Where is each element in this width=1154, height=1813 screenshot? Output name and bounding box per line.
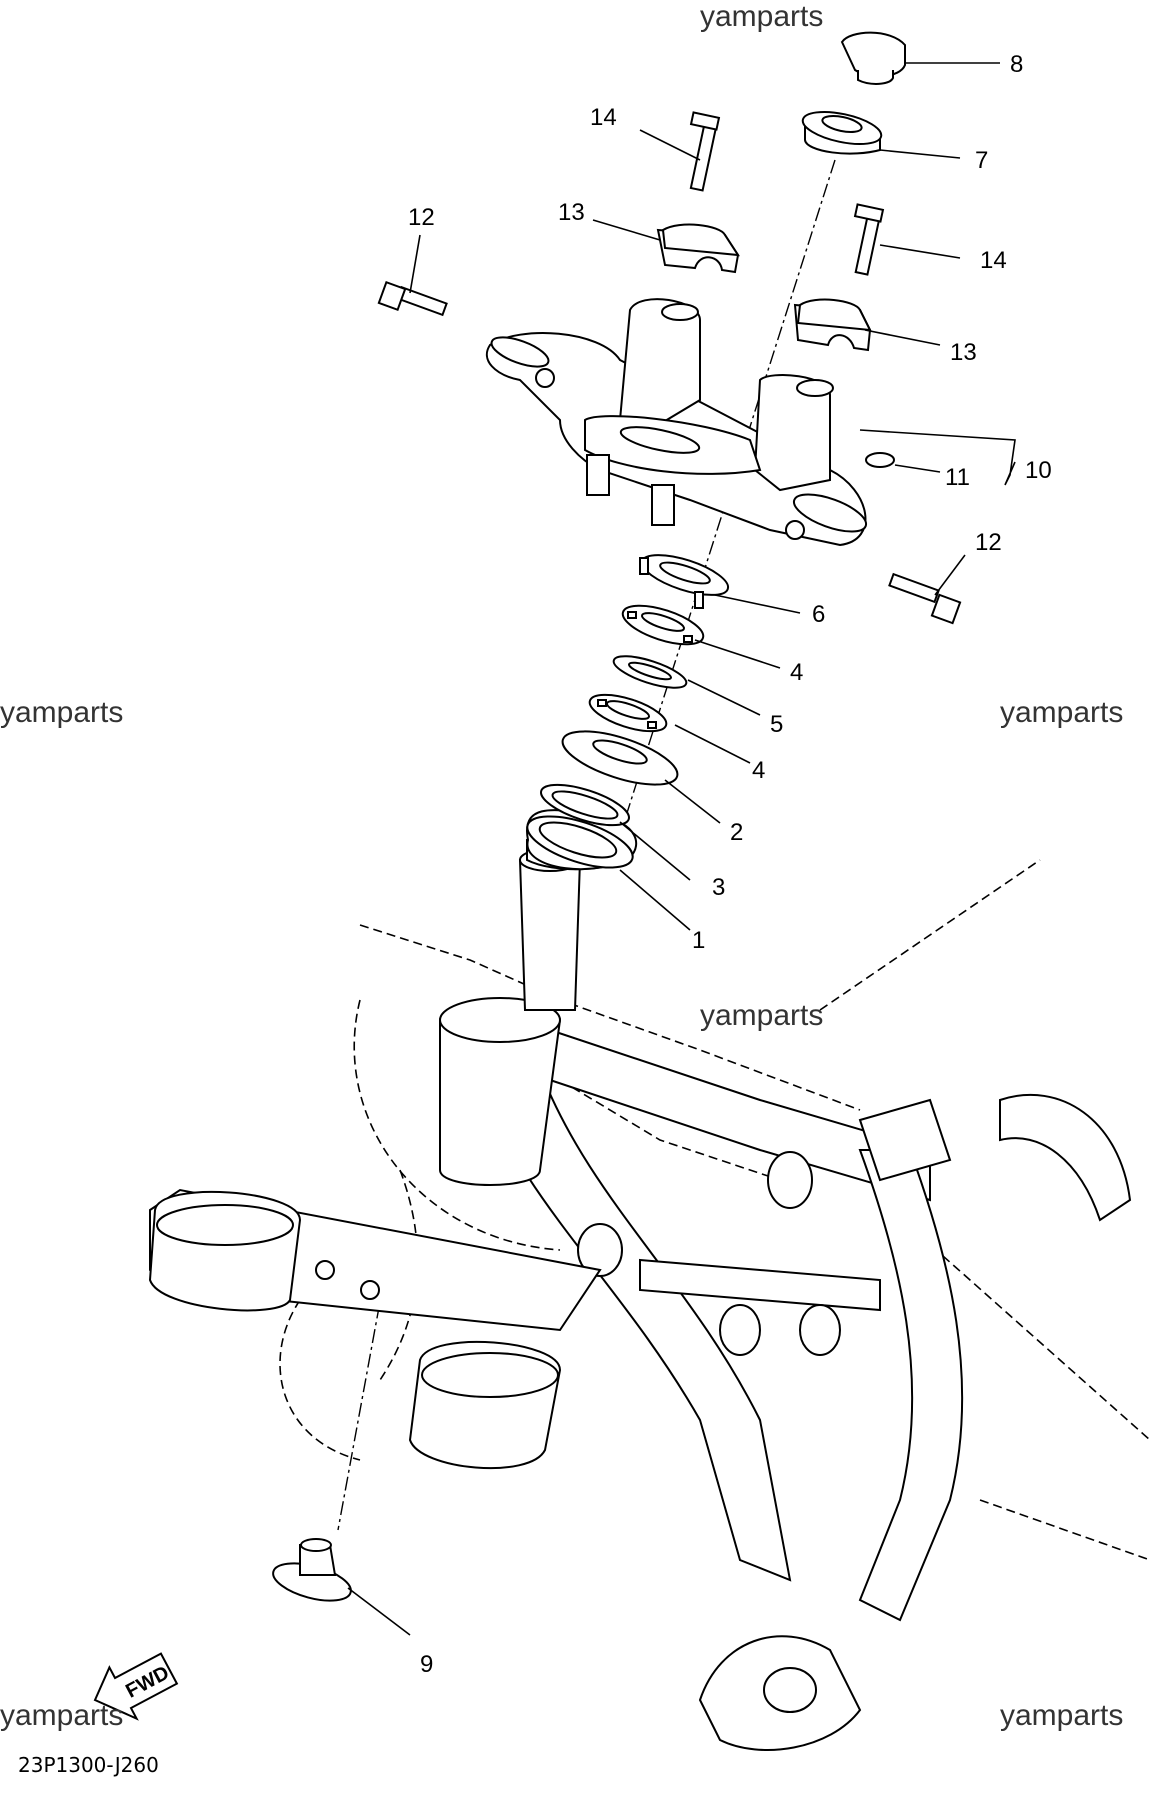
part-13-handlebar-holder-left: [656, 223, 740, 274]
motorcycle-frame: [148, 848, 1151, 1751]
callout-7: 7: [975, 147, 988, 174]
part-12-bolt-left: [377, 280, 448, 317]
lower-axis-line: [337, 1279, 385, 1531]
callout-13-left: 13: [558, 199, 585, 226]
under-bracket-bolt-1: [315, 1260, 335, 1280]
callout-12-left: 12: [408, 204, 435, 231]
part-8-cap: [840, 31, 906, 85]
under-bracket-left-bore: [156, 1204, 294, 1246]
part-6-lock-washer: [639, 554, 730, 609]
frame-right-plate: [999, 1094, 1132, 1222]
callout-4-upper: 4: [790, 659, 803, 686]
frame-rear-tube: [858, 1149, 964, 1622]
watermark: yamparts: [700, 999, 823, 1032]
frame-cross-member: [639, 1258, 881, 1312]
callout-2: 2: [730, 819, 743, 846]
steering-shaft: [518, 859, 582, 1011]
callouts: 8 7 14 13 12 14 13 10 11 12 6 4 5 4 2 3 …: [408, 51, 1052, 1678]
frame-down-tube: [478, 1068, 792, 1582]
diagram-code: 23P1300-J260: [18, 1753, 159, 1777]
under-bracket-right-bore: [421, 1352, 559, 1398]
watermark: yamparts: [0, 696, 123, 729]
callout-8: 8: [1010, 51, 1023, 78]
part-2-bearing-cover: [561, 730, 679, 786]
callout-5: 5: [770, 711, 783, 738]
frame-hole-2: [719, 1304, 761, 1356]
frame-rear-bracket: [858, 1098, 952, 1182]
frame-bottom-mount-hole: [763, 1667, 817, 1713]
steering-axis-line: [611, 159, 836, 861]
part-11-label: [865, 452, 895, 468]
callout-6: 6: [812, 601, 825, 628]
part-5-washer: [612, 655, 688, 689]
part-3-dust-seal: [540, 783, 630, 827]
frame-hole-4: [577, 1223, 623, 1277]
callout-3: 3: [712, 874, 725, 901]
part-14-bolt-left: [689, 111, 721, 192]
part-9-nut: [272, 1538, 352, 1602]
callout-12-right: 12: [975, 529, 1002, 556]
watermark: yamparts: [0, 1699, 123, 1732]
callout-14-right: 14: [980, 247, 1007, 274]
frame-hole-1: [767, 1151, 813, 1209]
callout-10: 10: [1025, 457, 1052, 484]
part-13-handlebar-holder-right: [793, 298, 872, 352]
callout-9: 9: [420, 1651, 433, 1678]
watermark: yamparts: [1000, 1699, 1123, 1732]
part-7-stem-nut: [801, 110, 883, 155]
part-12-bolt-right: [888, 572, 962, 625]
fwd-arrow-shape: [93, 1652, 179, 1721]
frame-hole-3: [799, 1304, 841, 1356]
watermark: yamparts: [1000, 696, 1123, 729]
part-10-upper-bracket: [485, 298, 868, 547]
under-bracket-bolt-2: [360, 1280, 380, 1300]
part-1-bearing: [525, 809, 638, 871]
callout-11: 11: [945, 464, 970, 491]
part-14-bolt-right: [853, 203, 885, 276]
part-4-ring-nut-upper: [621, 604, 705, 646]
watermark: yamparts: [700, 0, 823, 33]
leader-lines: [347, 62, 1016, 1636]
callout-1: 1: [692, 927, 705, 954]
callout-14-left: 14: [590, 104, 617, 131]
callout-13-right: 13: [950, 339, 977, 366]
callout-4-lower: 4: [752, 757, 765, 784]
part-4-ring-nut-lower: [588, 693, 668, 733]
